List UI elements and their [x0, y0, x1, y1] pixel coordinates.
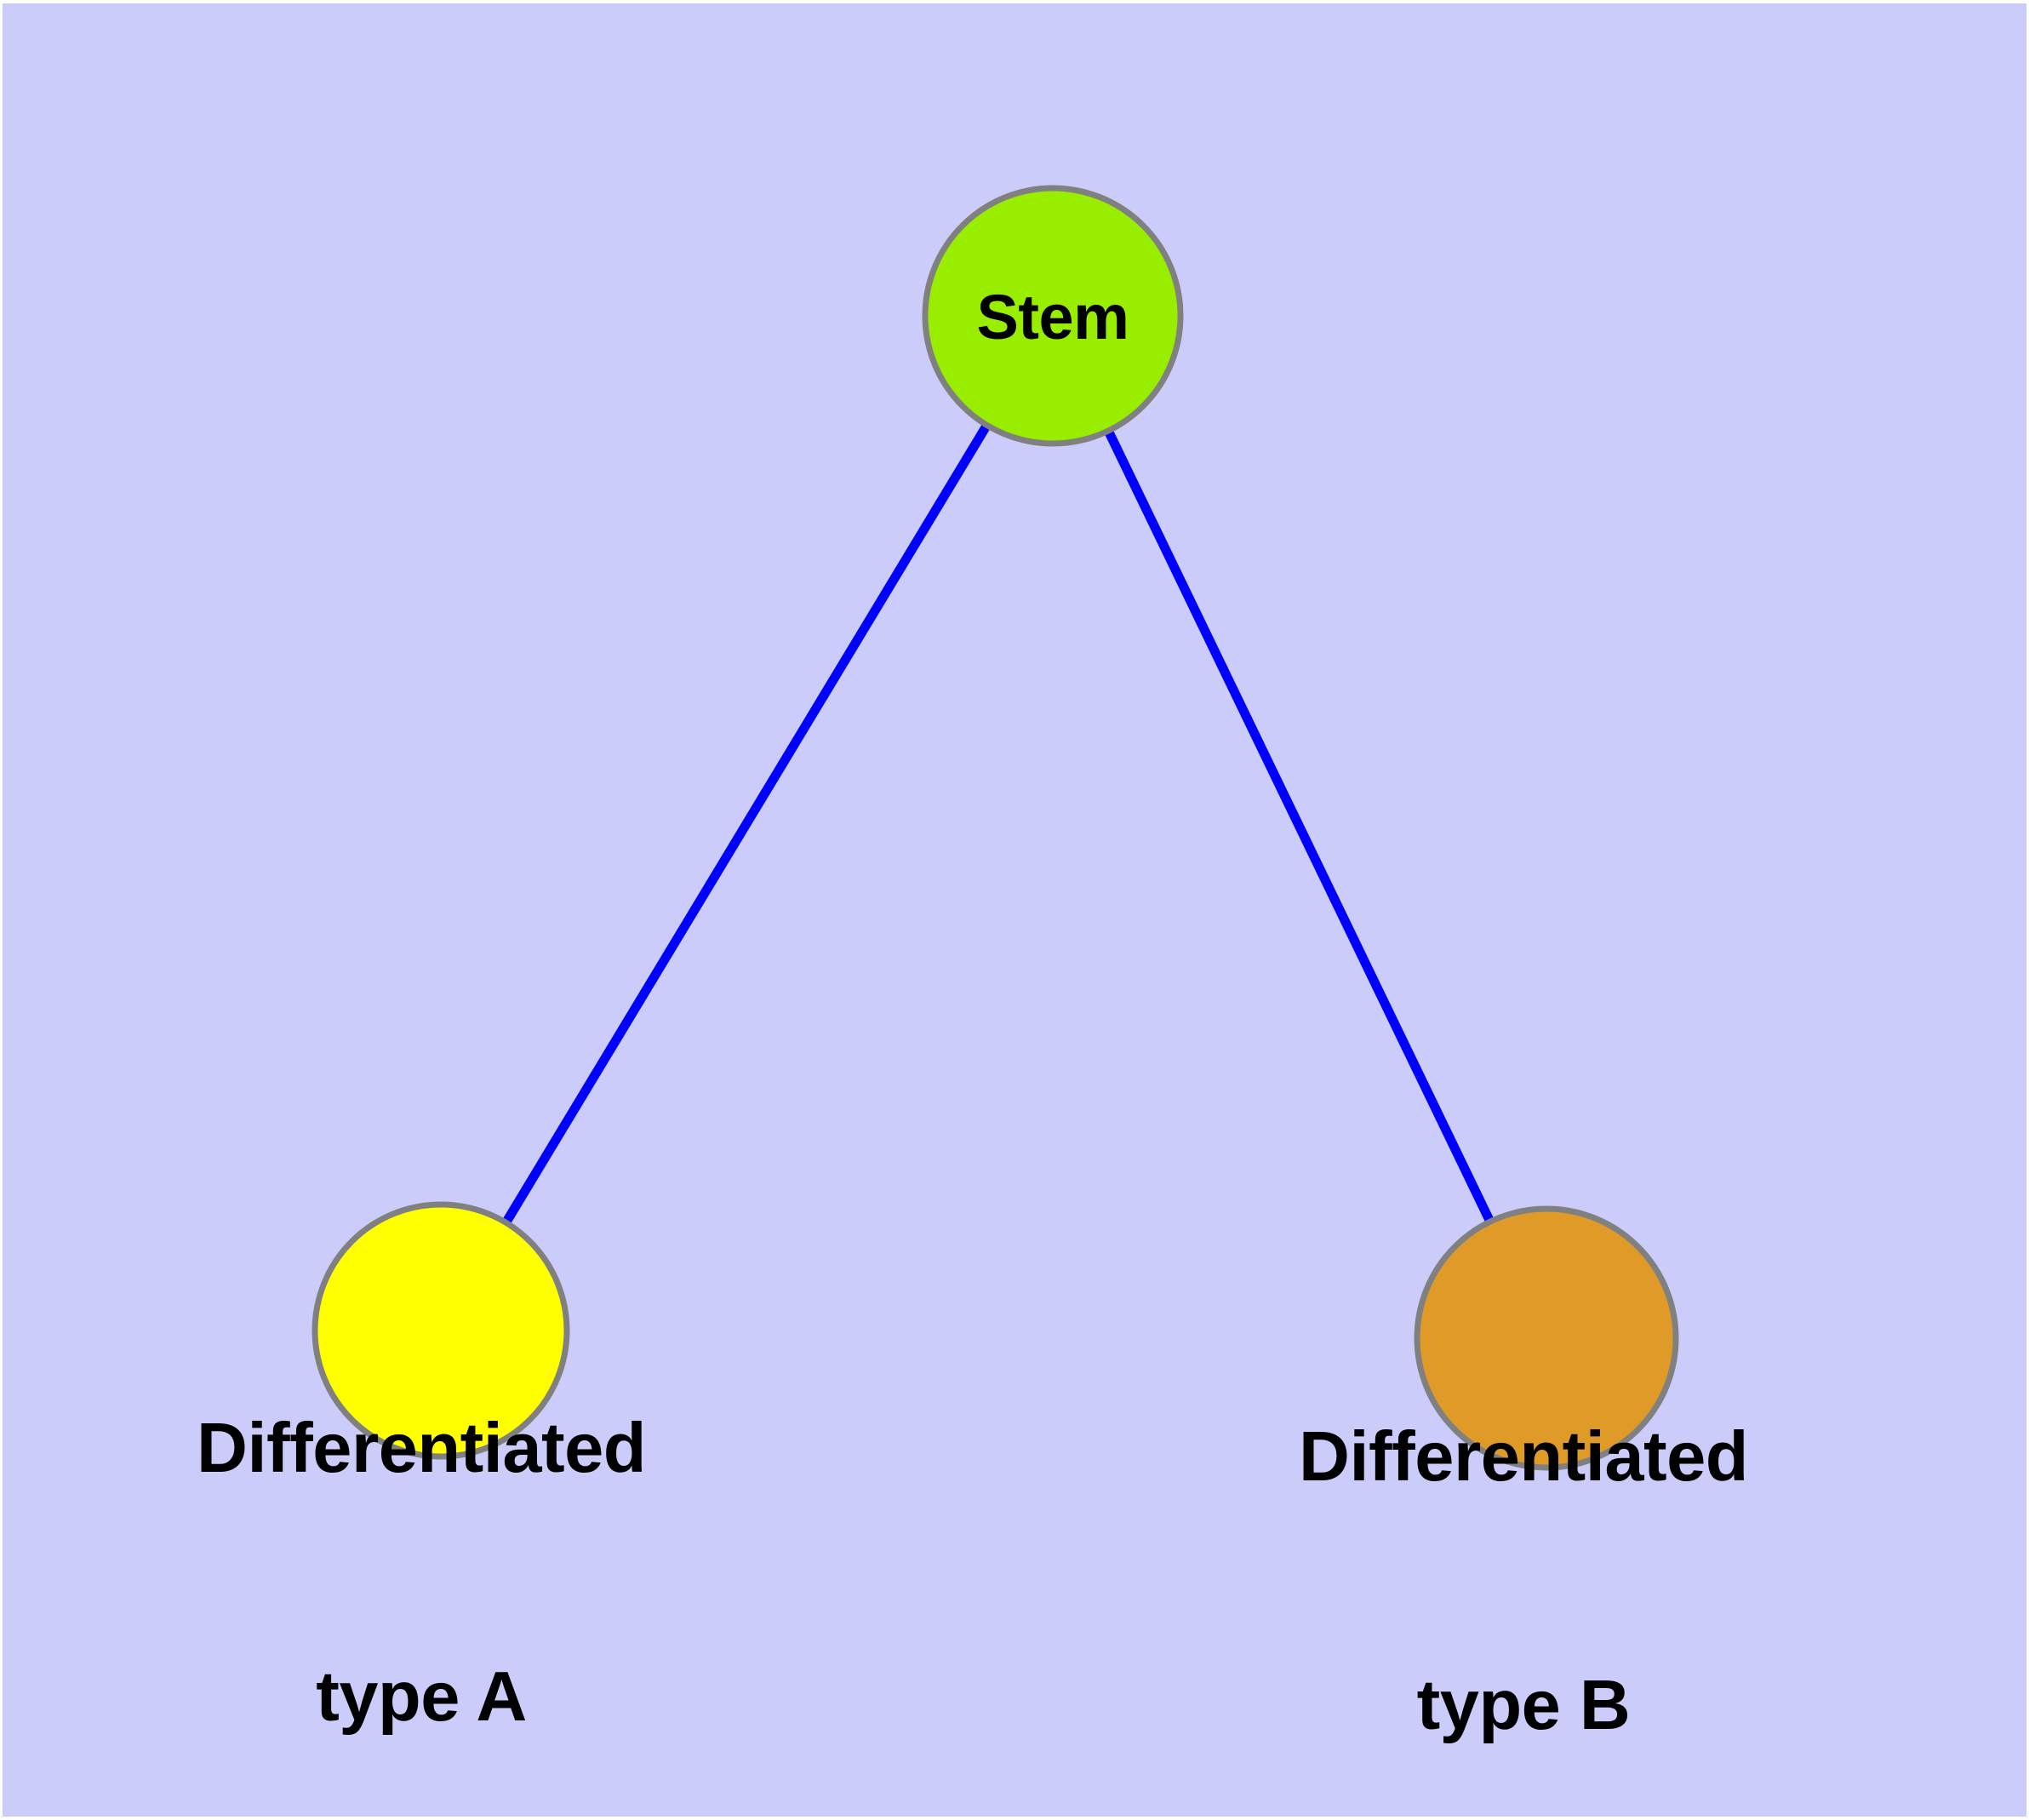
edge-group — [501, 422, 1495, 1226]
node-group — [311, 185, 1679, 1471]
node-differentiated-type-a[interactable] — [311, 1201, 570, 1460]
edge-stem-to-differentiated-a[interactable] — [501, 422, 992, 1226]
node-differentiated-type-b[interactable] — [1414, 1205, 1679, 1471]
node-stem[interactable] — [922, 185, 1184, 447]
edge-stem-to-differentiated-b[interactable] — [1104, 428, 1495, 1224]
